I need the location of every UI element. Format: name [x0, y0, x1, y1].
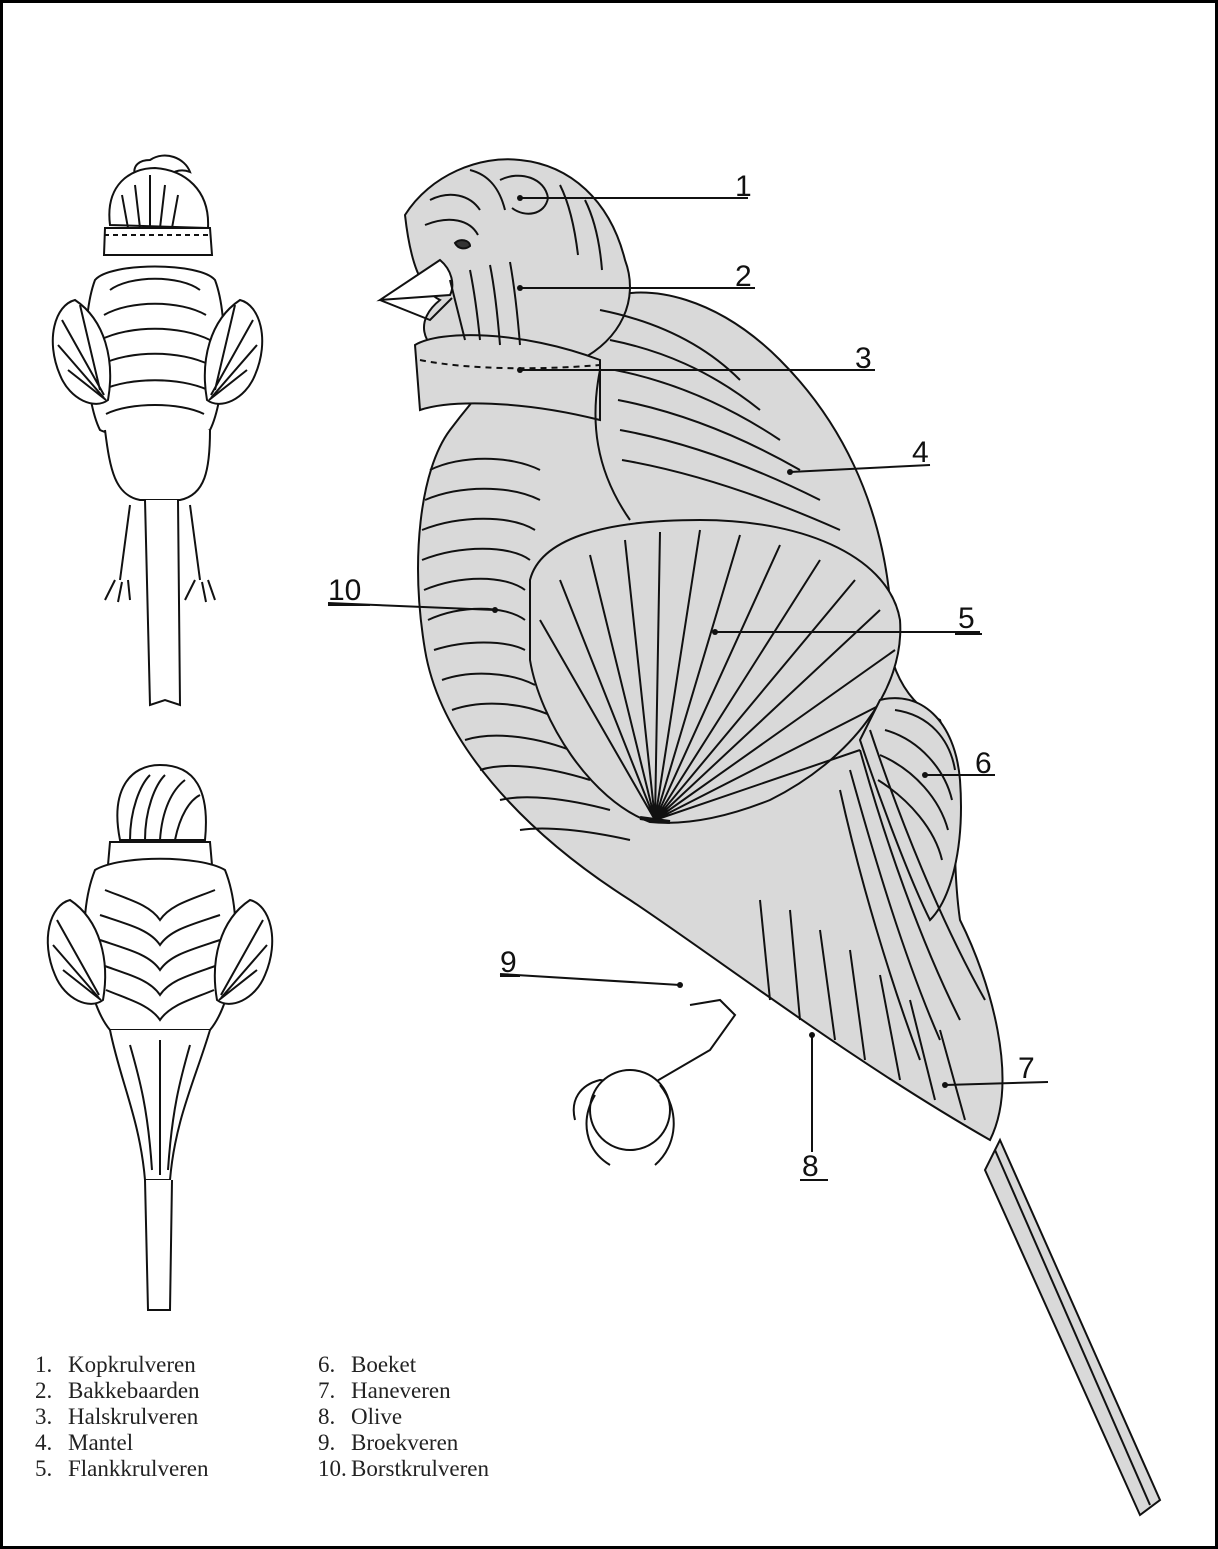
legend-name: Mantel	[68, 1430, 133, 1455]
legend-name: Halskrulveren	[68, 1404, 198, 1429]
legend-num: 1.	[35, 1352, 68, 1378]
legend-name: Bakkebaarden	[68, 1378, 200, 1403]
legend-item: 7.Haneveren	[318, 1378, 489, 1404]
main-canary	[380, 159, 1160, 1515]
legend-item: 3.Halskrulveren	[35, 1404, 209, 1430]
legend-name: Boeket	[351, 1352, 416, 1377]
legend-item: 6.Boeket	[318, 1352, 489, 1378]
legend-item: 5.Flankkrulveren	[35, 1456, 209, 1482]
callout-7: 7	[1018, 1052, 1035, 1085]
legend-right: 6.Boeket 7.Haneveren 8.Olive 9.Broekvere…	[318, 1352, 489, 1482]
callout-1: 1	[735, 170, 752, 203]
legend-name: Haneveren	[351, 1378, 451, 1403]
legend-item: 10.Borstkrulveren	[318, 1456, 489, 1482]
back-view-bird	[48, 765, 272, 1310]
legend-num: 7.	[318, 1378, 351, 1404]
front-view-bird	[53, 156, 262, 705]
callout-5: 5	[958, 602, 975, 635]
callout-10: 10	[328, 574, 361, 607]
callout-4: 4	[912, 436, 929, 469]
callout-3: 3	[855, 342, 872, 375]
legend-num: 2.	[35, 1378, 68, 1404]
legend-name: Flankkrulveren	[68, 1456, 209, 1481]
legend-num: 3.	[35, 1404, 68, 1430]
legend-left: 1.Kopkrulveren 2.Bakkebaarden 3.Halskrul…	[35, 1352, 209, 1482]
legend-name: Olive	[351, 1404, 402, 1429]
callout-8: 8	[802, 1150, 819, 1183]
legend-name: Kopkrulveren	[68, 1352, 196, 1377]
legend-num: 10.	[318, 1456, 351, 1482]
legend-name: Borstkrulveren	[351, 1456, 489, 1481]
callout-9: 9	[500, 946, 517, 979]
legend-item: 4.Mantel	[35, 1430, 209, 1456]
legend-item: 9.Broekveren	[318, 1430, 489, 1456]
legend-item: 8.Olive	[318, 1404, 489, 1430]
callout-2: 2	[735, 260, 752, 293]
legend-num: 6.	[318, 1352, 351, 1378]
legend-item: 2.Bakkebaarden	[35, 1378, 209, 1404]
legend-item: 1.Kopkrulveren	[35, 1352, 209, 1378]
callout-6: 6	[975, 747, 992, 780]
legend-num: 4.	[35, 1430, 68, 1456]
leader-9	[500, 974, 680, 985]
legend-name: Broekveren	[351, 1430, 458, 1455]
legend-num: 9.	[318, 1430, 351, 1456]
legend-num: 5.	[35, 1456, 68, 1482]
legend-num: 8.	[318, 1404, 351, 1430]
